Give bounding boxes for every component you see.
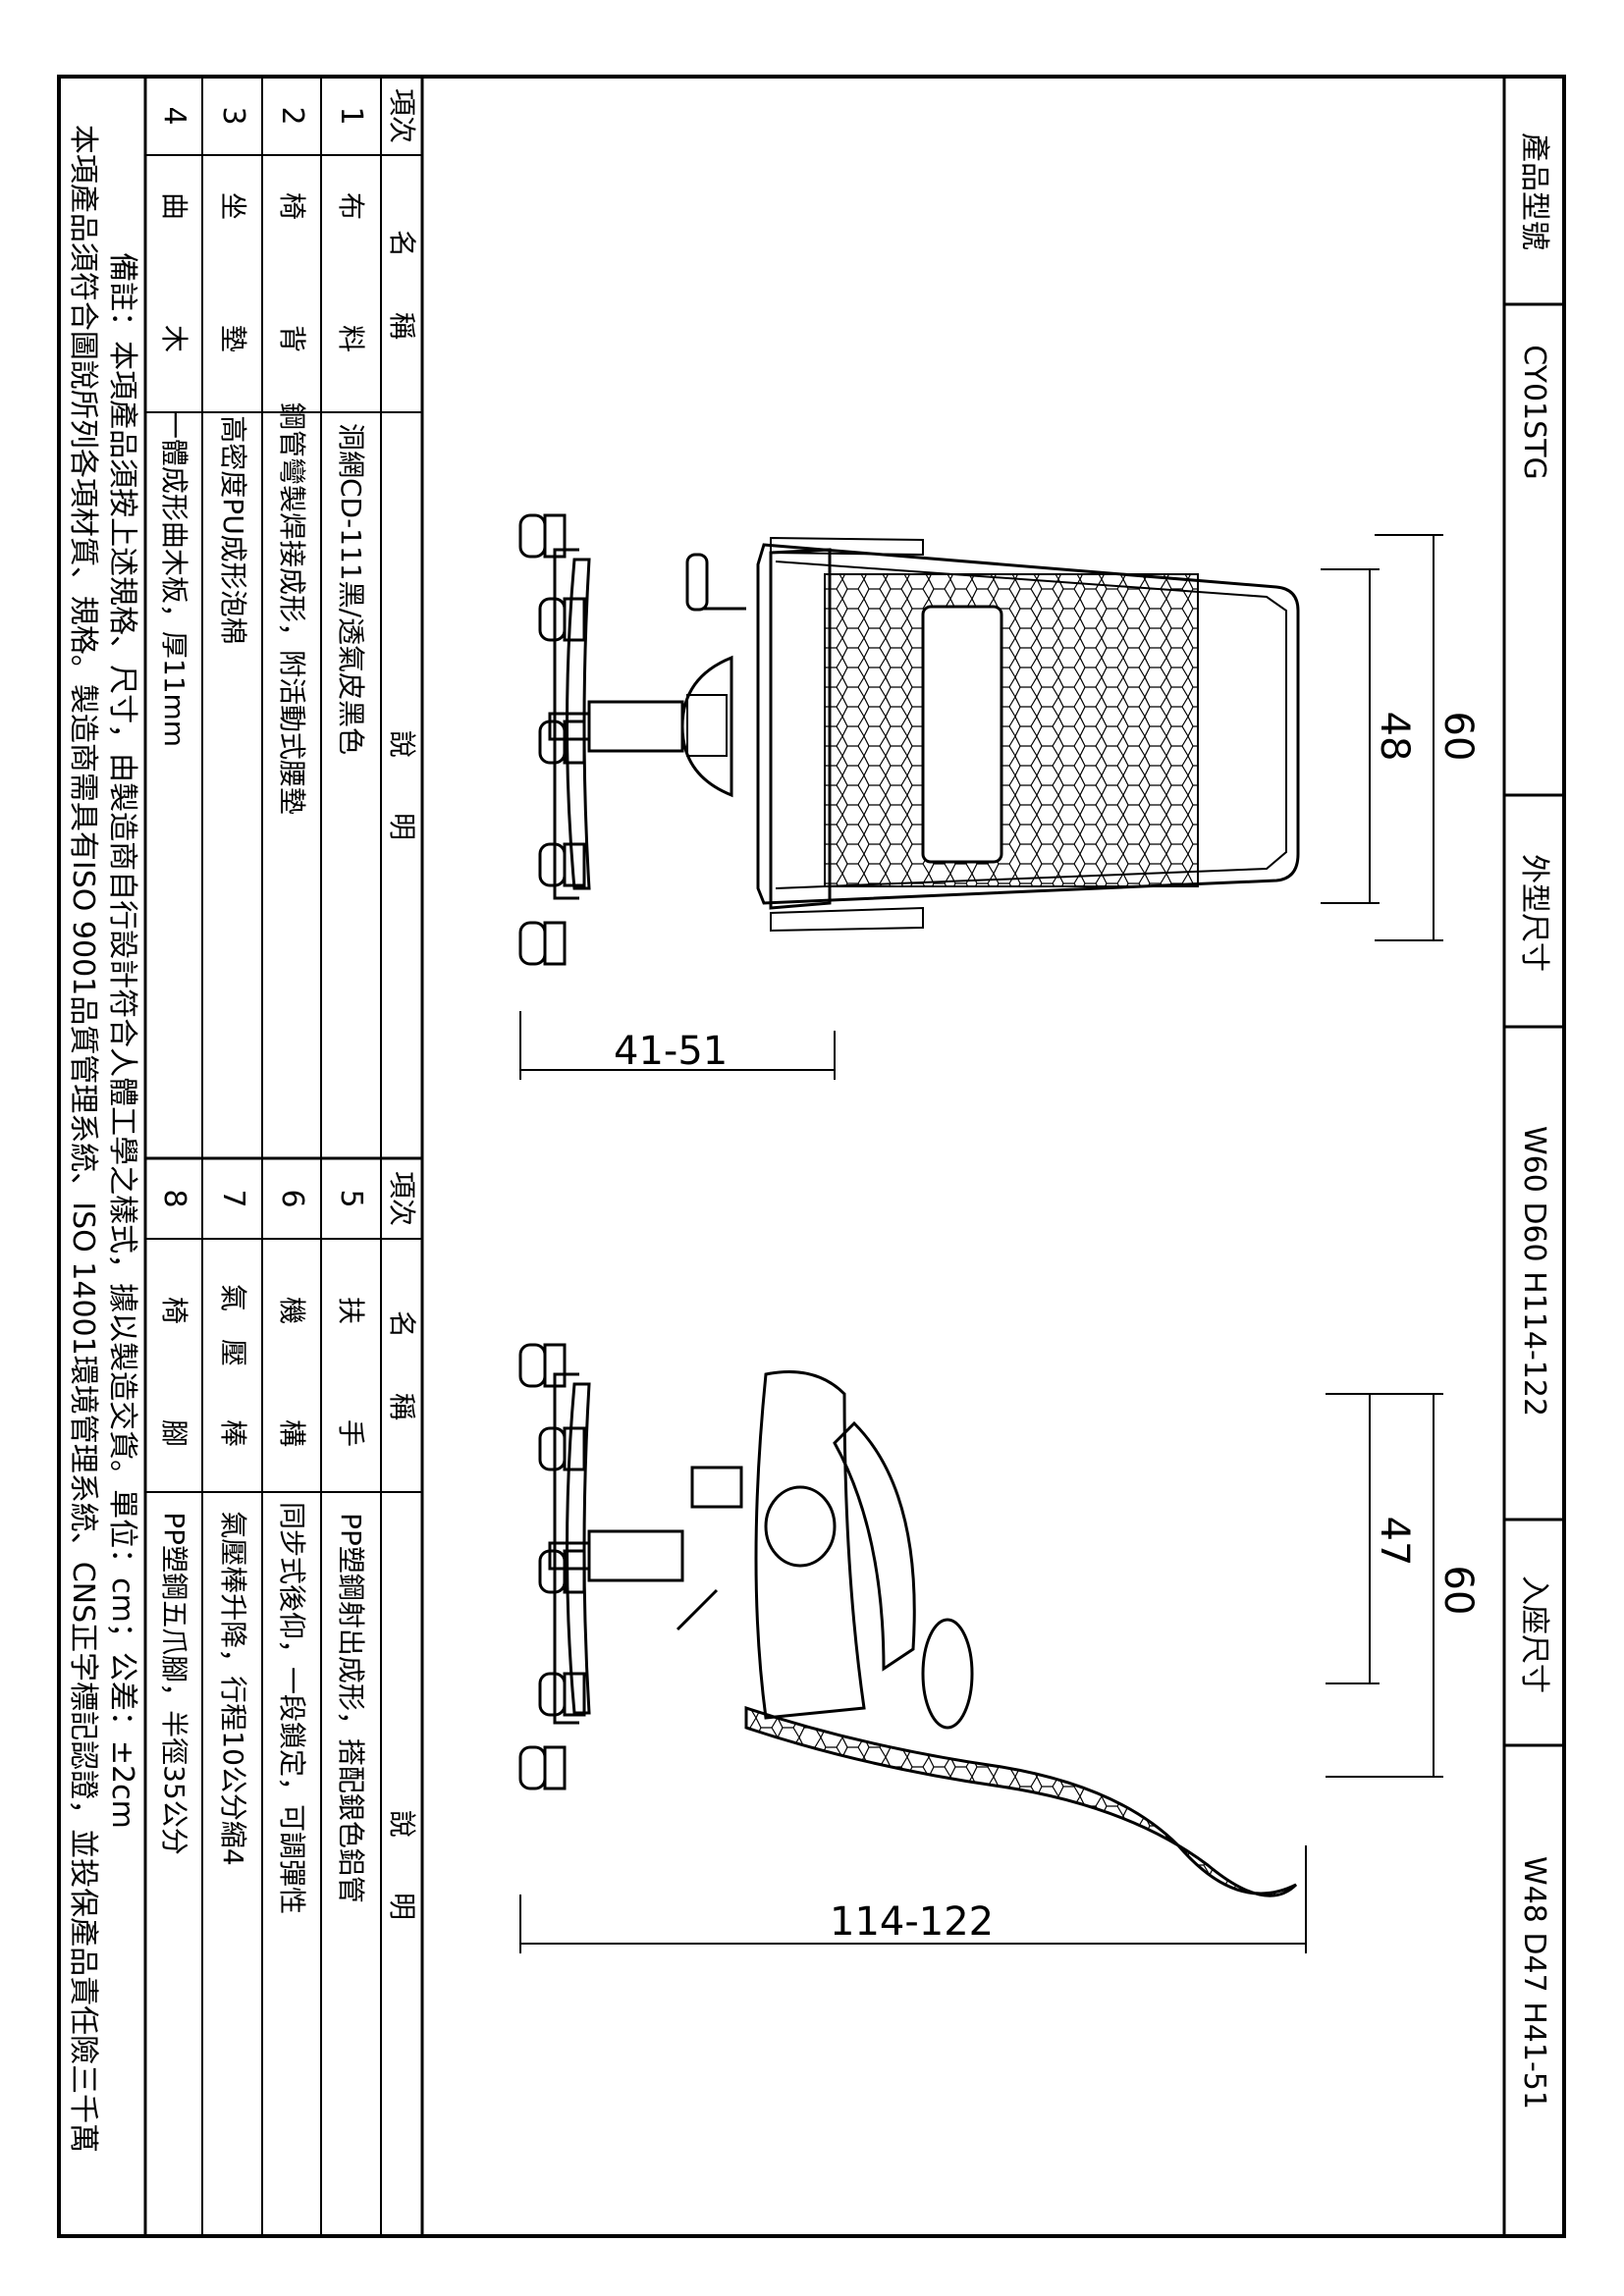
row7-item: 7: [216, 1189, 250, 1208]
row8-desc: PP塑鋼五爪腳，半徑35公分: [158, 1512, 190, 1855]
row7-name-b: 棒: [217, 1418, 249, 1448]
row1-name-a: 布: [335, 191, 367, 221]
header-desc-right: 說 明: [386, 1809, 418, 1921]
side-view: [518, 1343, 1443, 1953]
outer-size-value: W60 D60 H114-122: [1517, 1125, 1551, 1417]
row6-desc: 同步式後仰，一段鎖定，可調彈性: [276, 1501, 308, 1915]
row3-name-a: 坐: [217, 191, 249, 221]
row5-desc: PP塑鋼射出成形，搭配銀色鋁管: [335, 1513, 367, 1903]
row8-item: 8: [157, 1189, 191, 1208]
outer-border: [57, 75, 1566, 2238]
header-name-left: 名 稱: [386, 229, 418, 341]
header-name-right: 名 稱: [386, 1309, 418, 1421]
row1-name-b: 料: [335, 324, 367, 353]
row1-item: 1: [334, 106, 368, 126]
row2-name-a: 椅: [276, 191, 308, 221]
note-line-2: 本項產品須符合圖說所列各項材質、規格。製造商需具有ISO 9001品質管理系統、…: [66, 124, 100, 2154]
row4-desc: 一體成形曲木板，厚11mm: [158, 410, 190, 748]
note-line-1: 備註：本項產品須按上述規格、尺寸，由製造商自行設計符合人體工學之樣式，據以製造交…: [105, 252, 139, 1829]
row4-name-b: 木: [158, 324, 190, 353]
row3-desc: 高密度PU成形泡棉: [217, 415, 249, 645]
header-desc-left: 說 明: [386, 729, 418, 841]
row3-name-b: 墊: [217, 324, 249, 353]
dim-side-overall: 114-122: [830, 1899, 995, 1945]
dim-front-seat-height: 41-51: [614, 1029, 729, 1074]
outer-size-label: 外型尺寸: [1517, 854, 1551, 972]
model-label: 產品型號: [1517, 133, 1551, 250]
row2-item: 2: [275, 106, 309, 126]
row6-name-b: 構: [276, 1418, 308, 1448]
row6-name-a: 機: [276, 1296, 308, 1325]
row8-name-a: 椅: [158, 1296, 190, 1325]
row6-item: 6: [275, 1189, 309, 1208]
front-view: [518, 513, 1443, 1080]
header-item-left: 項次: [386, 87, 418, 144]
dim-front-height-inner: 48: [1372, 711, 1417, 762]
row8-name-b: 腳: [158, 1418, 190, 1448]
dim-side-height-inner: 47: [1372, 1516, 1417, 1567]
row7-desc: 氣壓棒升降，行程10公分縮4: [217, 1511, 249, 1866]
seat-size-label: 入座尺寸: [1517, 1575, 1551, 1693]
row2-desc: 鋼管彎製焊接成形，附活動式腰墊: [276, 401, 308, 816]
row5-item: 5: [334, 1189, 368, 1208]
row5-name-a: 扶: [335, 1296, 367, 1325]
row5-name-b: 手: [335, 1418, 367, 1448]
row7-name-a: 氣 壓: [217, 1283, 249, 1367]
row4-item: 4: [157, 106, 191, 126]
header-item-right: 項次: [386, 1170, 418, 1227]
row4-name-a: 曲: [158, 191, 190, 221]
dim-front-height-outer: 60: [1435, 711, 1481, 762]
model-value: CY01STG: [1517, 345, 1551, 480]
row3-item: 3: [216, 106, 250, 126]
dim-side-height-outer: 60: [1435, 1565, 1481, 1616]
row1-desc: 洞網CD-111黑/透氣皮黑色: [335, 422, 367, 756]
seat-size-value: W48 D47 H41-51: [1517, 1856, 1551, 2109]
row2-name-b: 背: [276, 324, 308, 353]
